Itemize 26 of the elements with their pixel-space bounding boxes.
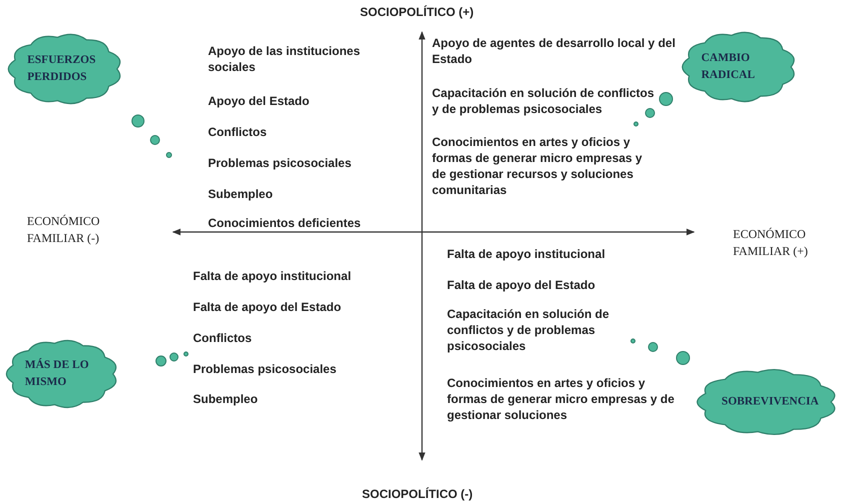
- factor-text: Apoyo del Estado: [208, 93, 310, 109]
- cloud-label: CAMBIO RADICAL: [701, 51, 756, 83]
- factor-text: Conocimientos en artes y oficios y formas de generar micro empresas y de gestionar soluciones: [447, 375, 676, 423]
- factor-text: Subempleo: [193, 391, 259, 407]
- axis-label: ECONÓMICO FAMILIAR (-): [27, 213, 101, 247]
- factor-text: Falta de apoyo del Estado: [193, 299, 342, 315]
- factor-text: Falta de apoyo institucional: [447, 246, 606, 262]
- factor-text: Conflictos: [193, 330, 253, 346]
- axis-label: SOCIOPOLÍTICO (-): [362, 486, 474, 502]
- factor-text: Subempleo: [208, 186, 274, 202]
- factor-text: Conocimientos deficientes: [208, 215, 362, 231]
- cloud-label: ESFUERZOS PERDIDOS: [27, 53, 97, 85]
- cloud-label: SOBREVIVENCIA: [722, 394, 818, 410]
- axis-label: ECONÓMICO FAMILIAR (+): [733, 226, 809, 260]
- factor-text: Capacitación en solución de conflictos y de problemas psicosociales: [447, 306, 610, 354]
- factor-text: Capacitación en solución de conflictos y de problemas psicosociales: [432, 85, 656, 117]
- factor-text: Conflictos: [208, 124, 268, 140]
- axis-label: SOCIOPOLÍTICO (+): [360, 4, 475, 20]
- factor-text: Falta de apoyo del Estado: [447, 277, 596, 293]
- factor-text: Falta de apoyo institucional: [193, 268, 352, 284]
- factor-text: Problemas psicosociales: [193, 361, 338, 377]
- factor-text: Conocimientos en artes y oficios y formas de generar micro empresas y de gestionar recursos y soluciones comunitarias: [432, 134, 644, 198]
- factor-text: Problemas psicosociales: [208, 155, 352, 171]
- factor-text: Apoyo de las instituciones sociales: [208, 43, 362, 75]
- cloud-label: MÁS DE LO MISMO: [24, 357, 90, 390]
- factor-text: Apoyo de agentes de desarrollo local y del Estado: [432, 35, 676, 67]
